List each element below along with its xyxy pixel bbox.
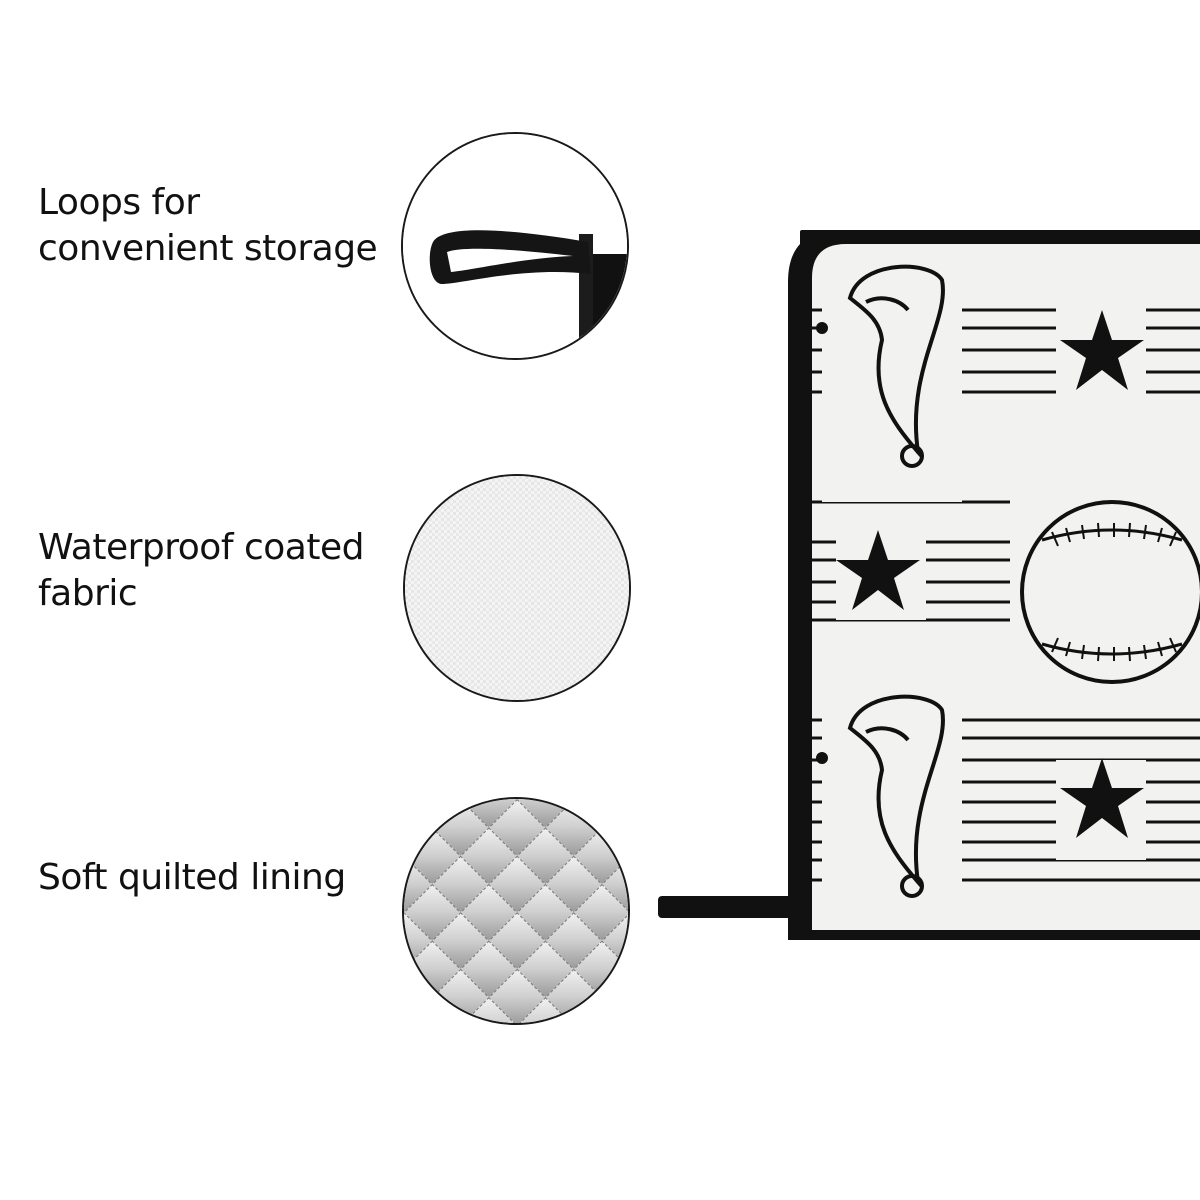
quilted-lining-icon	[404, 799, 628, 1023]
cap-icon	[816, 264, 945, 468]
lining-closeup-circle	[402, 797, 630, 1025]
feature-fabric-line2: fabric	[38, 573, 138, 614]
feature-fabric-label: Waterproof coated fabric	[38, 525, 364, 617]
fabric-closeup-circle	[403, 474, 631, 702]
feature-loop-line2: convenient storage	[38, 228, 378, 269]
baseball-pattern-fabric	[658, 230, 1200, 940]
cap-icon-2	[816, 694, 945, 898]
pot-holder-product	[650, 220, 1200, 940]
loop-icon	[403, 134, 627, 358]
feature-loop-label: Loops for convenient storage	[38, 180, 378, 272]
feature-lining-line1: Soft quilted lining	[38, 857, 346, 898]
feature-fabric-line1: Waterproof coated	[38, 527, 364, 568]
baseball-icon	[1020, 500, 1200, 684]
feature-loop-line1: Loops for	[38, 182, 200, 223]
star-icon	[836, 310, 1144, 838]
loop-closeup-circle	[401, 132, 629, 360]
feature-lining-label: Soft quilted lining	[38, 855, 346, 901]
fabric-texture-icon	[405, 476, 629, 700]
